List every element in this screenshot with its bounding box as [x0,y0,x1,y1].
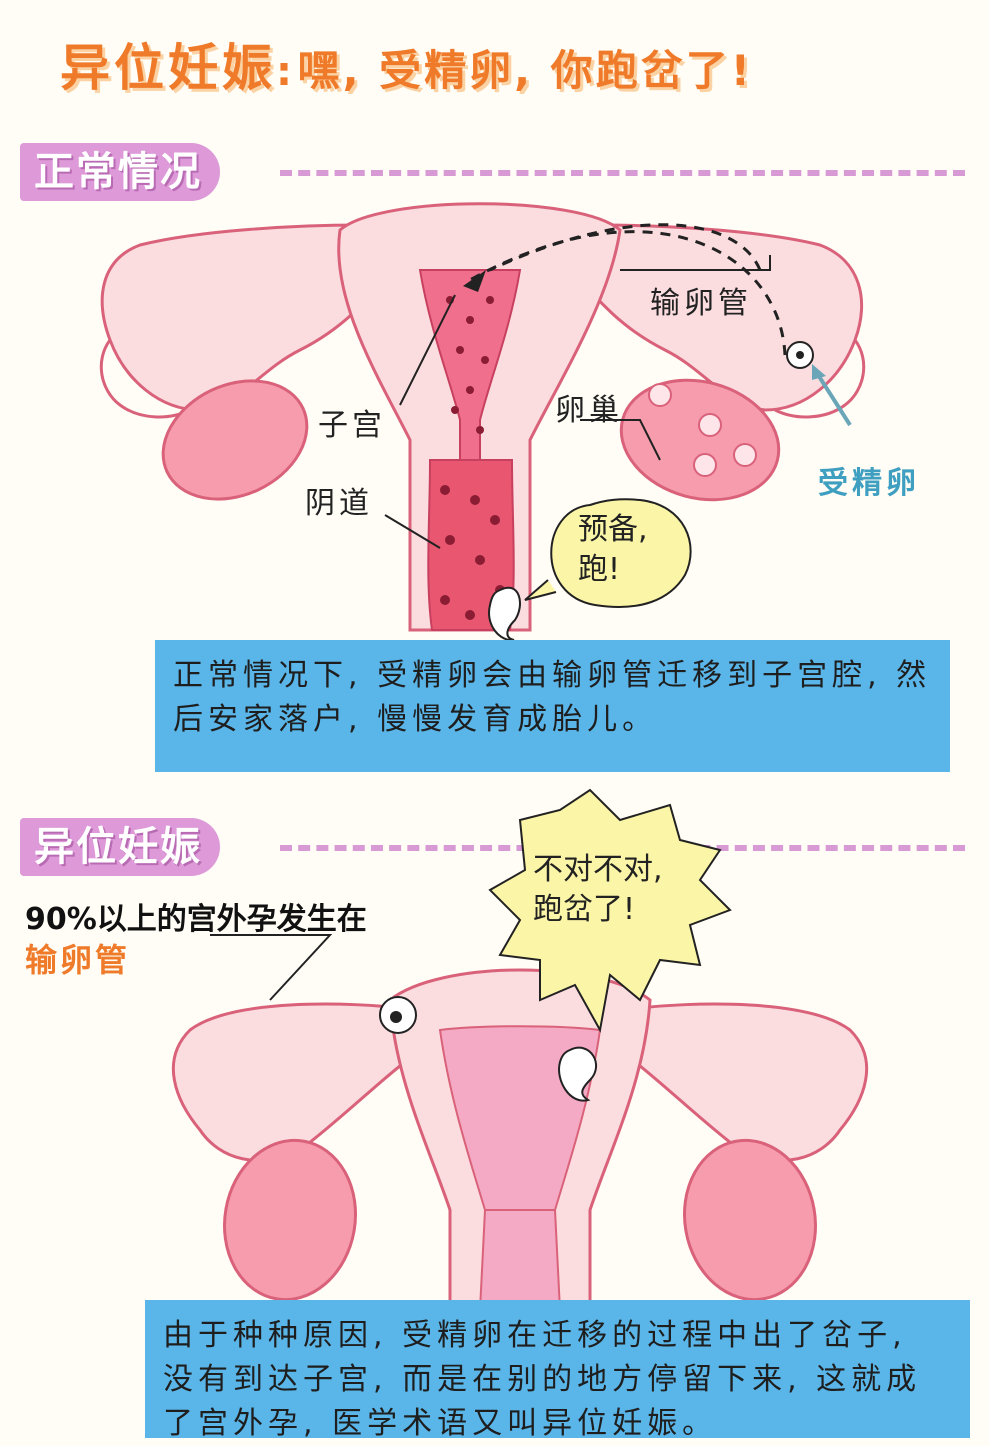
speech-bubble-wrong-way [488,788,732,1033]
page-title: 异位妊娠: 嘿, 受精卵, 你跑岔了! [60,28,960,108]
left-ovary [161,379,309,501]
section-tag-ectopic: 异位妊娠 [20,818,220,876]
title-main: 异位妊娠 [60,39,276,97]
title-sub: 嘿, 受精卵, 你跑岔了! [297,46,753,95]
bubble-ready-line1: 预备, [578,512,648,547]
label-fallopian-tube: 输卵管 [650,286,752,321]
bubble-ready-text: 预备, 跑! [578,510,648,590]
ectopic-anatomy-diagram [171,788,869,1312]
bubble-wrong-line1: 不对不对, [533,852,663,887]
bubble-ready-line2: 跑! [578,552,621,587]
label-zygote: 受精卵 [818,466,920,501]
info-box-ectopic: 由于种种原因, 受精卵在迁移的过程中出了岔子, 没有到达子宫, 而是在别的地方停… [145,1300,970,1441]
right-tube-ectopic [618,1002,869,1162]
label-ovary: 卵巢 [555,393,623,428]
vagina [427,459,515,631]
left-ovary-ectopic [222,1138,358,1302]
left-tube [100,223,392,412]
info-box-normal: 正常情况下, 受精卵会由输卵管迁移到子宫腔, 然后安家落户, 慢慢发育成胎儿。 [155,640,950,772]
callout-line2: 输卵管 [25,941,131,979]
section-divider-normal [280,170,965,176]
bubble-wrong-way-text: 不对不对, 跑岔了! [533,850,663,930]
callout-statistic: 90%以上的宫外孕发生在 输卵管 [25,900,367,980]
section-tag-normal: 正常情况 [20,143,220,201]
title-colon: : [276,49,292,95]
callout-line1: 90%以上的宫外孕发生在 [25,902,367,937]
normal-anatomy-diagram [99,202,866,642]
left-tube-ectopic [171,1002,422,1162]
label-vagina: 阴道 [305,486,373,521]
bubble-wrong-line2: 跑岔了! [533,892,636,927]
right-ovary-ectopic [682,1138,818,1302]
speech-bubble-ready [550,498,692,608]
label-uterus: 子宫 [318,408,386,443]
